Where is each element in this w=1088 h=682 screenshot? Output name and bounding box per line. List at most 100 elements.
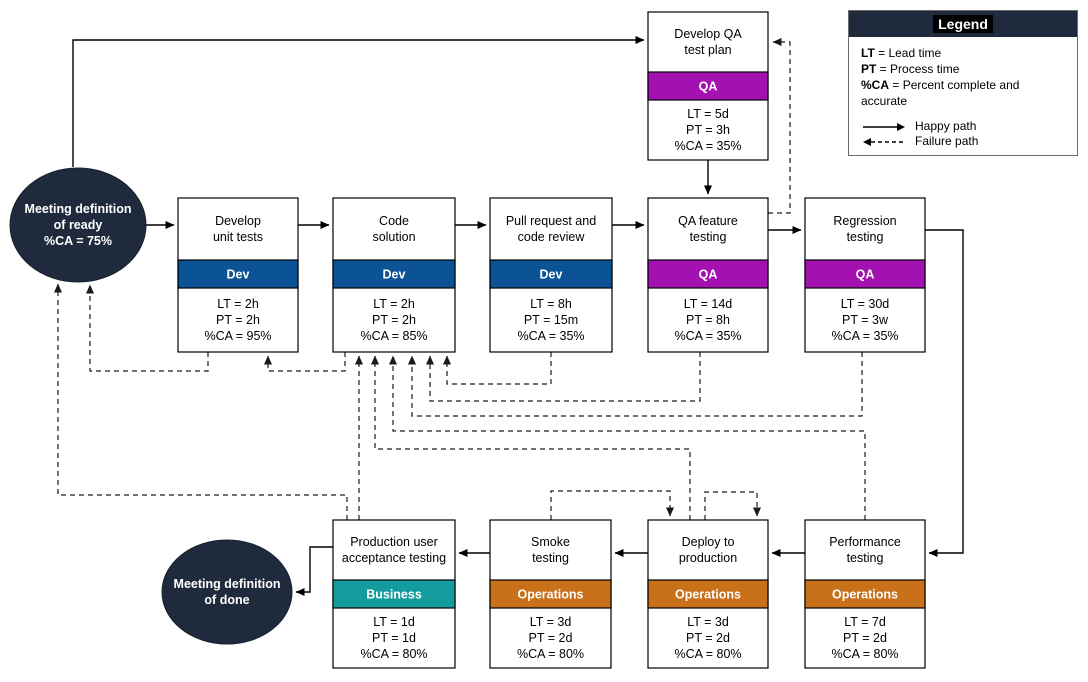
qa-feature-testing-team-label: QA (699, 268, 718, 282)
smoke-testing-team-band (489, 579, 612, 609)
edge-qa-feature-fail-to-test-plan (768, 38, 791, 214)
production-user-acceptance-testing-title-line: Production user (350, 535, 438, 549)
deploy-to-production-metric-line: %CA = 80% (674, 647, 741, 661)
meeting-definition-of-ready-label-line: Meeting definition (25, 202, 132, 216)
performance-testing-metric-line: %CA = 80% (831, 647, 898, 661)
develop-unit-tests-title-line: unit tests (213, 230, 263, 244)
meeting-definition-of-ready-shape (9, 167, 147, 283)
qa-feature-testing-title-line: QA feature (678, 214, 738, 228)
legend-failure-path-row: Failure path (861, 134, 1065, 149)
meeting-definition-of-ready-label-line: of ready (54, 218, 103, 232)
edge-deploy-fail-to-deploy (704, 491, 761, 520)
develop-qa-test-plan-team-label: QA (699, 80, 718, 94)
regression-testing-title-line: testing (847, 230, 884, 244)
develop-qa-test-plan-metric-line: %CA = 35% (674, 139, 741, 153)
failure-path-label: Failure path (915, 134, 979, 148)
smoke-testing-metric-line: PT = 2d (529, 631, 573, 645)
production-user-acceptance-testing-metric-line: LT = 1d (373, 615, 415, 629)
production-user-acceptance-testing-title-line: acceptance testing (342, 551, 446, 565)
edge-qa-feature-fail-to-code (426, 352, 701, 402)
code-solution-team-band (332, 259, 456, 289)
deploy-to-production-title-line: Deploy to (682, 535, 735, 549)
develop-unit-tests-metric-line: LT = 2h (217, 297, 259, 311)
edge-uat-fail-to-ready (54, 283, 348, 520)
regression-testing-team-band (804, 259, 926, 289)
develop-unit-tests-team-band (177, 259, 299, 289)
code-solution-team-label: Dev (383, 268, 406, 282)
pull-request-and-code-review-title-line: Pull request and (506, 214, 596, 228)
qa-feature-testing-team-band (647, 259, 769, 289)
production-user-acceptance-testing-metric-line: PT = 1d (372, 631, 416, 645)
performance-testing-title-line: testing (847, 551, 884, 565)
develop-unit-tests-metric-line: PT = 2h (216, 313, 260, 327)
smoke-testing-metric-line: LT = 3d (530, 615, 572, 629)
pull-request-and-code-review-metric-line: PT = 15m (524, 313, 578, 327)
code-solution-metric-line: LT = 2h (373, 297, 415, 311)
meeting-definition-of-ready-label-line: %CA = 75% (44, 234, 112, 248)
smoke-testing-metric-line: %CA = 80% (517, 647, 584, 661)
qa-feature-testing-metric-line: LT = 14d (684, 297, 733, 311)
performance-testing-metric-line: LT = 7d (844, 615, 886, 629)
code-solution-metric-line: %CA = 85% (360, 329, 427, 343)
happy-path-label: Happy path (915, 119, 977, 133)
legend-happy-path-row: Happy path (861, 119, 1065, 134)
pull-request-and-code-review-team-band (489, 259, 613, 289)
edge-deploy-fail-to-code (371, 355, 691, 520)
deploy-to-production-metric-line: PT = 2d (686, 631, 730, 645)
terminator-meeting-definition-of-ready: Meeting definition of ready %CA = 75% (9, 167, 147, 283)
smoke-testing-title-line: Smoke (531, 535, 570, 549)
edge-smoke-fail-to-deploy (550, 490, 674, 520)
edges-layer (54, 36, 964, 596)
code-solution-title-line: Code (379, 214, 409, 228)
qa-feature-testing-title-line: testing (690, 230, 727, 244)
edge-uat-to-done (295, 546, 333, 596)
regression-testing-title-line: Regression (833, 214, 896, 228)
regression-testing-metric-line: %CA = 35% (831, 329, 898, 343)
qa-feature-testing-metric-line: PT = 8h (686, 313, 730, 327)
pull-request-and-code-review-metric-line: LT = 8h (530, 297, 572, 311)
qa-feature-testing-metric-line: %CA = 35% (674, 329, 741, 343)
production-user-acceptance-testing-metric-line: %CA = 80% (360, 647, 427, 661)
pull-request-and-code-review-team-label: Dev (540, 268, 563, 282)
legend-header: Legend (849, 11, 1077, 37)
regression-testing-metric-line: PT = 3w (842, 313, 889, 327)
code-solution-title-line: solution (372, 230, 415, 244)
edge-ready-to-qa-test-plan (72, 36, 645, 167)
legend-body: LT = Lead time PT = Process time %CA = P… (849, 37, 1077, 155)
code-solution-metric-line: PT = 2h (372, 313, 416, 327)
deploy-to-production-title-line: production (679, 551, 737, 565)
performance-testing-metric-line: PT = 2d (843, 631, 887, 645)
meeting-definition-of-done-label-line: of done (204, 593, 249, 607)
develop-qa-test-plan-title-line: test plan (684, 43, 731, 57)
legend-entry-pt: PT = Process time (861, 62, 960, 76)
legend-title: Legend (933, 15, 993, 33)
smoke-testing-team-label: Operations (518, 588, 584, 602)
develop-unit-tests-team-label: Dev (227, 268, 250, 282)
performance-testing-team-band (804, 579, 926, 609)
edge-code-fail-to-unit-tests (264, 352, 346, 372)
develop-qa-test-plan-team-band (647, 71, 769, 101)
meeting-definition-of-done-label-line: Meeting definition (174, 577, 281, 591)
performance-testing-team-label: Operations (832, 588, 898, 602)
edge-regression-to-performance (925, 229, 964, 557)
edge-pr-fail-to-code (443, 352, 552, 385)
edge-regression-fail-to-code (408, 352, 863, 417)
happy-path-arrow-icon (863, 122, 905, 131)
regression-testing-team-label: QA (856, 268, 875, 282)
legend-entry-lt: LT = Lead time (861, 46, 942, 60)
production-user-acceptance-testing-team-label: Business (366, 588, 422, 602)
pull-request-and-code-review-metric-line: %CA = 35% (517, 329, 584, 343)
smoke-testing-title-line: testing (532, 551, 569, 565)
failure-path-arrow-icon (863, 137, 905, 146)
